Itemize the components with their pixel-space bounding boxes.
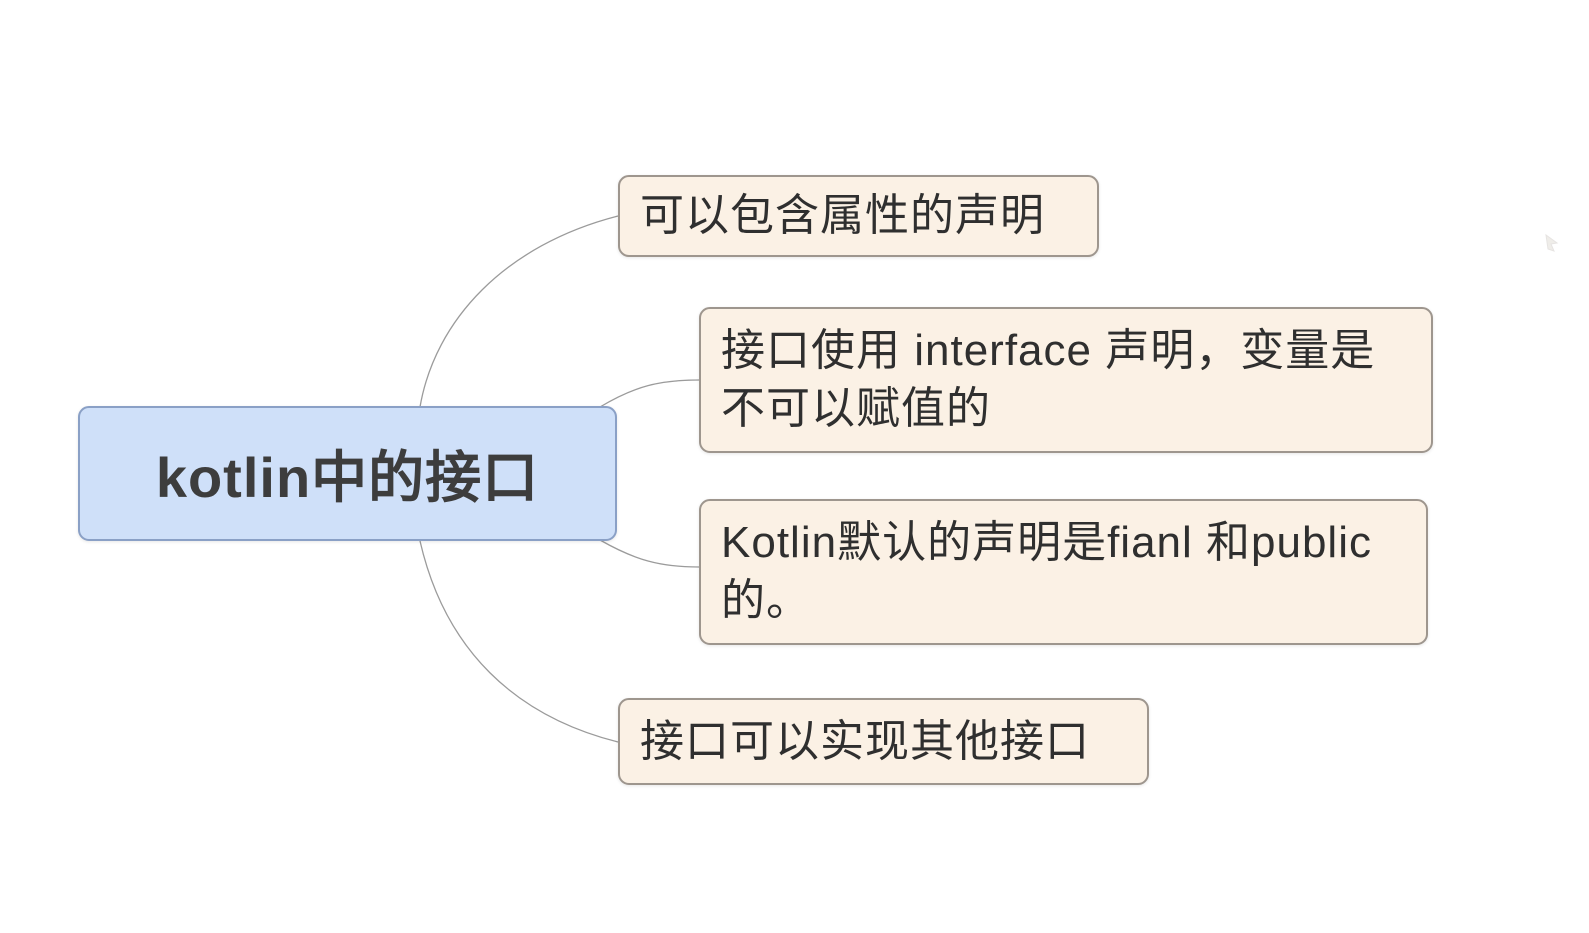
- root-node-kotlin-interface[interactable]: kotlin中的接口: [78, 406, 617, 541]
- connector-root-to-child-4: [419, 540, 619, 743]
- child-node-interface-keyword[interactable]: 接口使用 interface 声明，变量是 不可以赋值的: [699, 307, 1433, 453]
- child-node-implement-other-interfaces[interactable]: 接口可以实现其他接口: [618, 698, 1149, 785]
- connector-root-to-child-3: [599, 539, 700, 568]
- child-node-default-final-public[interactable]: Kotlin默认的声明是fianl 和public 的。: [699, 499, 1428, 645]
- ghost-cursor-icon: [1538, 231, 1564, 257]
- child-node-property-declaration[interactable]: 可以包含属性的声明: [618, 175, 1099, 257]
- connector-root-to-child-2: [599, 379, 700, 408]
- connector-root-to-child-1: [419, 215, 619, 408]
